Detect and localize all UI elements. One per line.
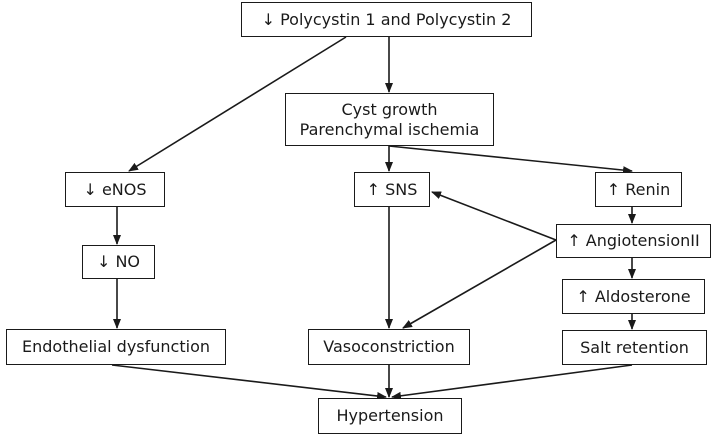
node-cyst-growth-line-2: Parenchymal ischemia (299, 119, 480, 139)
node-polycystin-label: ↓ Polycystin 1 and Polycystin 2 (261, 9, 512, 29)
arrow-endothelial-to-hypertension (111, 364, 387, 400)
node-endothelial-label: Endothelial dysfunction (22, 337, 210, 356)
node-sns: ↑ SNS (354, 172, 430, 207)
node-aldosterone-label: ↑ Aldosterone (576, 286, 691, 306)
node-vasoconstriction-label: Vasoconstriction (323, 337, 455, 356)
node-cyst-growth: Cyst growth Parenchymal ischemia (285, 93, 494, 146)
node-aldosterone: ↑ Aldosterone (562, 279, 705, 314)
node-enos-label: ↓ eNOS (83, 179, 147, 199)
node-polycystin: ↓ Polycystin 1 and Polycystin 2 (241, 2, 532, 37)
node-hypertension: Hypertension (318, 398, 462, 434)
node-salt-label: Salt retention (580, 337, 689, 357)
node-angiotensin: ↑ AngiotensionII (556, 224, 711, 258)
node-sns-label: ↑ SNS (366, 179, 418, 199)
arrow-angiotensin-to-vasoconstriction (402, 239, 557, 329)
node-vasoconstriction: Vasoconstriction (308, 329, 470, 365)
arrow-cyst-growth-to-renin (388, 145, 633, 175)
node-no-label: ↓ NO (96, 252, 141, 271)
node-salt-retention: Salt retention (562, 330, 707, 365)
node-renin-label: ↑ Renin (606, 179, 671, 199)
node-no: ↓ NO (82, 245, 155, 279)
node-enos: ↓ eNOS (65, 172, 165, 207)
node-cyst-growth-line-1: Cyst growth (341, 99, 438, 119)
node-renin: ↑ Renin (595, 172, 682, 207)
arrow-angiotensin-to-sns (431, 191, 557, 241)
node-endothelial-dysfunction: Endothelial dysfunction (6, 329, 226, 365)
node-hypertension-label: Hypertension (336, 406, 444, 425)
arrow-salt-to-hypertension (391, 364, 633, 400)
node-angiotensin-label: ↑ AngiotensionII (567, 231, 700, 250)
arrow-polycystin-to-enos (128, 36, 347, 172)
